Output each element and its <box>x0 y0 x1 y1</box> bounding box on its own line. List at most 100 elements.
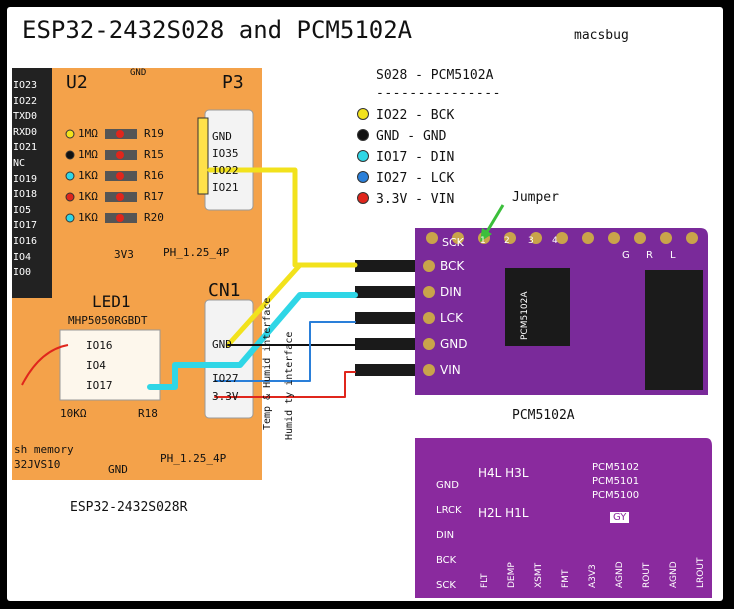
mapping-row: IO22 - BCK <box>357 108 454 123</box>
esp-pin-label: TXD0 <box>13 111 38 123</box>
top-pad <box>686 232 698 244</box>
audio-jack <box>645 270 703 390</box>
dac-right-letter: L <box>670 250 676 261</box>
dac-top-pin: 4 <box>552 236 558 246</box>
back-gy-label: GY <box>610 512 630 523</box>
back-bottom-pin: FLT <box>480 573 490 588</box>
resistor-pad <box>116 151 124 159</box>
esp-pin-label: IO17 <box>13 220 38 232</box>
wire-color-dot <box>357 171 369 183</box>
header-pins <box>355 232 698 376</box>
esp-pin-label: IO21 <box>13 142 38 154</box>
dac-top-pin: 3 <box>528 236 534 246</box>
back-bottom-pin: DEMP <box>507 562 517 588</box>
top-pad <box>426 232 438 244</box>
test-point <box>65 171 75 181</box>
wire-color-dot <box>357 150 369 162</box>
dac-side-pin: VIN <box>440 363 461 377</box>
dac-top-pin: 2 <box>504 236 510 246</box>
dac-chip-label: PCM5102A <box>520 291 530 340</box>
mapping-separator: --------------- <box>376 86 501 101</box>
ph-top-label: PH_1.25_4P <box>163 246 230 259</box>
wire-bck-branch <box>225 262 303 348</box>
led1-package <box>59 329 161 401</box>
wire-din <box>147 292 358 390</box>
dac-side-pin: GND <box>440 337 468 351</box>
dac-side-pin: DIN <box>440 285 462 299</box>
resistor-ref: R20 <box>144 211 164 224</box>
led-pin-label: IO17 <box>86 379 113 392</box>
jvs-label: 32JVS10 <box>14 458 61 471</box>
resistor-pad <box>116 172 124 180</box>
resistor-ref: R16 <box>144 169 164 182</box>
wire-color-dot <box>357 129 369 141</box>
back-bottom-pin: AGND <box>615 561 625 588</box>
v3v3-label: 3V3 <box>114 248 134 261</box>
mapping-header: S028 - PCM5102A <box>376 68 494 83</box>
pcm5102a-chip <box>505 268 570 346</box>
cn1-label: CN1 <box>208 280 241 301</box>
mapping-row: GND - GND <box>357 129 446 144</box>
header-pad <box>423 338 435 350</box>
cn1-side-a: Temp & Humid interface <box>262 297 273 430</box>
esp-pin-label: IO18 <box>13 189 38 201</box>
back-bottom-pin: ROUT <box>642 562 652 588</box>
ph-bottom-label: PH_1.25_4P <box>160 452 227 465</box>
wire-color-dot <box>357 192 369 204</box>
dac-side-pin: BCK <box>440 259 465 273</box>
gnd-bottom-label: GND <box>108 463 128 476</box>
header-pad <box>423 286 435 298</box>
dac-side-pin: LCK <box>440 311 463 325</box>
author-label: macsbug <box>574 28 629 43</box>
back-jumper-row: H4L H3L <box>478 466 529 480</box>
back-bottom-pin: LROUT <box>696 557 706 588</box>
top-pad <box>452 232 464 244</box>
ten-k-label: 10KΩ <box>60 407 87 420</box>
resistor-pad <box>116 193 124 201</box>
flash-label: sh memory <box>14 443 74 456</box>
u2-label: U2 <box>66 72 88 93</box>
wires <box>147 167 358 398</box>
wire-bck <box>207 167 358 268</box>
resistor-pad <box>116 130 124 138</box>
jumper-label: Jumper <box>512 190 559 205</box>
back-mode-label: PCM5100 <box>592 490 640 501</box>
back-left-pin: GND <box>436 480 459 491</box>
p3-pin-label: IO22 <box>212 164 239 177</box>
mapping-text: IO22 - BCK <box>376 108 455 123</box>
led-pin-label: IO4 <box>86 359 106 372</box>
resistor-ref: R17 <box>144 190 164 203</box>
p3-pin-highlight <box>197 117 209 195</box>
header-pad <box>423 312 435 324</box>
cn1-pin-label: IO27 <box>212 372 239 385</box>
esp-board-caption: ESP32-2432S028R <box>70 500 188 515</box>
top-pad <box>634 232 646 244</box>
header-pin <box>355 312 415 324</box>
back-bottom-pin: A3V3 <box>588 564 598 588</box>
esp-pin-label: IO19 <box>13 173 38 185</box>
back-left-pin: BCK <box>436 555 457 566</box>
back-bottom-pin: AGND <box>669 561 679 588</box>
back-left-pin: LRCK <box>436 505 462 516</box>
esp-pin-label: IO0 <box>13 267 32 279</box>
dac-right-letter: G <box>622 250 630 261</box>
dac-board-caption: PCM5102A <box>512 408 575 423</box>
p3-label: P3 <box>222 72 244 93</box>
dac-right-letter: R <box>646 250 653 261</box>
wire-lck <box>214 321 356 382</box>
back-bottom-pin: XSMT <box>534 562 544 588</box>
test-point <box>65 129 75 139</box>
led-part-label: MHP5050RGBDT <box>68 314 148 327</box>
resistor-group <box>65 129 137 223</box>
cn1-pin-label: GND <box>212 338 232 351</box>
led-pin-label: IO16 <box>86 339 113 352</box>
top-pad <box>582 232 594 244</box>
resistor-value: 1KΩ <box>78 211 98 224</box>
pcm5102a-back-pcb <box>415 438 712 598</box>
p3-pin-label: IO35 <box>212 147 239 160</box>
cn1-side-b: Humid ty interface <box>284 331 295 440</box>
esp-pin-label: IO22 <box>13 95 38 107</box>
header-pin <box>355 260 415 272</box>
